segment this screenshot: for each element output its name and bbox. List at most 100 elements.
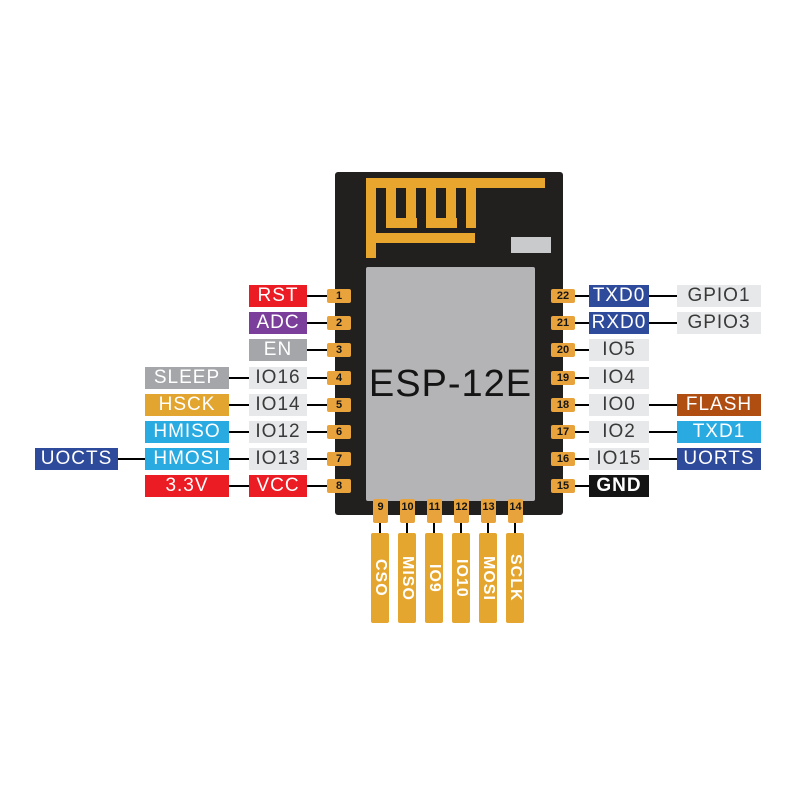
label-hmiso: HMISO: [145, 421, 229, 443]
antenna-trace-icon: [426, 218, 457, 228]
wire: [229, 377, 249, 379]
pad-13: 13: [481, 499, 496, 523]
wire: [649, 458, 677, 460]
wire: [307, 295, 327, 297]
wire: [229, 458, 249, 460]
smd-component: [511, 237, 551, 253]
wire: [307, 349, 327, 351]
label-rst: RST: [249, 285, 307, 307]
pad-4: 4: [327, 371, 351, 385]
wire: [307, 404, 327, 406]
wire: [575, 485, 589, 487]
antenna-trace-icon: [386, 188, 396, 228]
wire: [307, 377, 327, 379]
label-3v3: 3.3V: [145, 475, 229, 497]
label-cso: CSO: [371, 533, 389, 623]
label-hsck: HSCK: [145, 394, 229, 416]
label-io0: IO0: [589, 394, 649, 416]
label-txd0: TXD0: [589, 285, 649, 307]
pad-9: 9: [373, 499, 388, 523]
pad-12: 12: [454, 499, 469, 523]
label-io5: IO5: [589, 339, 649, 361]
pad-1: 1: [327, 289, 351, 303]
wire: [433, 523, 435, 533]
wire: [649, 295, 677, 297]
antenna-trace-icon: [366, 233, 475, 243]
wire: [460, 523, 462, 533]
pad-3: 3: [327, 343, 351, 357]
label-rxd0: RXD0: [589, 312, 649, 334]
label-hmosi: HMOSI: [145, 448, 229, 470]
antenna-trace-icon: [466, 188, 476, 228]
wire: [118, 458, 145, 460]
label-uocts: UOCTS: [35, 448, 118, 470]
pad-6: 6: [327, 425, 351, 439]
metal-shield: ESP-12E: [366, 267, 535, 501]
label-gpio3: GPIO3: [677, 312, 761, 334]
label-uorts: UORTS: [677, 448, 761, 470]
pad-19: 19: [551, 371, 575, 385]
antenna-trace-icon: [386, 218, 417, 228]
wire: [307, 485, 327, 487]
label-io2: IO2: [589, 421, 649, 443]
label-adc: ADC: [249, 312, 307, 334]
wire: [649, 322, 677, 324]
pad-22: 22: [551, 289, 575, 303]
wire: [379, 523, 381, 533]
wire: [649, 404, 677, 406]
pad-14: 14: [508, 499, 523, 523]
label-io10: IO10: [452, 533, 470, 623]
pad-15: 15: [551, 479, 575, 493]
label-sclk: SCLK: [506, 533, 524, 623]
label-flash: FLASH: [677, 394, 761, 416]
wire: [307, 431, 327, 433]
antenna-trace-icon: [366, 178, 376, 258]
wire: [649, 431, 677, 433]
label-gpio1: GPIO1: [677, 285, 761, 307]
wire: [575, 431, 589, 433]
pad-11: 11: [427, 499, 442, 523]
wire: [229, 485, 249, 487]
label-io9: IO9: [425, 533, 443, 623]
label-en: EN: [249, 339, 307, 361]
wire: [575, 295, 589, 297]
antenna-trace-icon: [406, 188, 416, 228]
label-io14: IO14: [249, 394, 307, 416]
pad-2: 2: [327, 316, 351, 330]
wire: [487, 523, 489, 533]
label-miso: MISO: [398, 533, 416, 623]
label-gnd: GND: [589, 475, 649, 497]
pad-10: 10: [400, 499, 415, 523]
antenna-trace-icon: [366, 178, 545, 188]
pad-20: 20: [551, 343, 575, 357]
label-txd1: TXD1: [677, 421, 761, 443]
pad-18: 18: [551, 398, 575, 412]
pad-16: 16: [551, 452, 575, 466]
wire: [406, 523, 408, 533]
chip-name: ESP-12E: [368, 362, 533, 405]
wire: [307, 322, 327, 324]
wire: [575, 377, 589, 379]
wire: [229, 431, 249, 433]
wire: [575, 458, 589, 460]
pad-7: 7: [327, 452, 351, 466]
wire: [575, 404, 589, 406]
antenna-trace-icon: [446, 188, 456, 228]
label-io15: IO15: [589, 448, 649, 470]
label-io16: IO16: [249, 367, 307, 389]
label-io4: IO4: [589, 367, 649, 389]
pad-8: 8: [327, 479, 351, 493]
pad-5: 5: [327, 398, 351, 412]
wire: [575, 349, 589, 351]
label-vcc: VCC: [249, 475, 307, 497]
label-io13: IO13: [249, 448, 307, 470]
wire: [307, 458, 327, 460]
pad-17: 17: [551, 425, 575, 439]
wire: [575, 322, 589, 324]
wire: [514, 523, 516, 533]
label-sleep: SLEEP: [145, 367, 229, 389]
wire: [229, 404, 249, 406]
label-mosi: MOSI: [479, 533, 497, 623]
label-io12: IO12: [249, 421, 307, 443]
antenna-trace-icon: [426, 188, 436, 228]
